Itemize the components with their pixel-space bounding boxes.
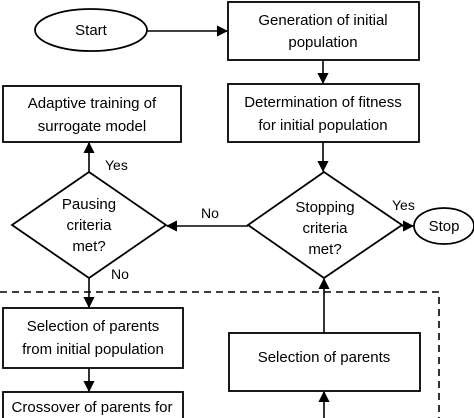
edge-label-stopping-no: No xyxy=(201,205,219,221)
stop-node: Stop xyxy=(413,207,474,245)
fitness-node: Determination of fitness for initial pop… xyxy=(227,83,420,143)
generation-label-line2: population xyxy=(288,34,357,51)
fitness-label-line1: Determination of fitness xyxy=(244,94,402,111)
stopping-label-line2: criteria xyxy=(302,220,348,237)
stopping-label-line1: Stopping xyxy=(295,199,354,216)
pausing-label-line1: Pausing xyxy=(62,196,116,213)
crossover-label: Crossover of parents for xyxy=(12,399,173,416)
fitness-label-line2: for initial population xyxy=(258,117,387,134)
edge-label-pausing-yes: Yes xyxy=(105,157,128,173)
selection-initial-node: Selection of parents from initial popula… xyxy=(2,307,184,369)
pausing-label-line3: met? xyxy=(72,238,105,255)
edge-label-stopping-yes: Yes xyxy=(392,197,415,213)
crossover-node: Crossover of parents for xyxy=(2,391,184,418)
pausing-label-line2: criteria xyxy=(66,217,112,234)
selection-label: Selection of parents xyxy=(258,349,391,366)
generation-label-line1: Generation of initial xyxy=(258,12,387,29)
selection-initial-label-line2: from initial population xyxy=(22,341,164,358)
selection-node: Selection of parents xyxy=(228,332,421,392)
stop-label: Stop xyxy=(429,218,460,235)
generation-node: Generation of initial population xyxy=(227,1,420,61)
selection-initial-label-line1: Selection of parents xyxy=(27,318,160,335)
start-label: Start xyxy=(75,22,108,39)
adaptive-training-node: Adaptive training of surrogate model xyxy=(2,85,182,143)
pausing-decision: Pausing criteria met? xyxy=(10,170,168,280)
edge-label-pausing-no: No xyxy=(111,266,129,282)
stopping-label-line3: met? xyxy=(308,241,341,258)
stopping-decision: Stopping criteria met? xyxy=(246,170,404,280)
adaptive-label-line2: surrogate model xyxy=(38,118,146,135)
start-node: Start xyxy=(34,8,148,52)
adaptive-label-line1: Adaptive training of xyxy=(28,95,157,112)
dashed-boundary xyxy=(0,291,440,418)
